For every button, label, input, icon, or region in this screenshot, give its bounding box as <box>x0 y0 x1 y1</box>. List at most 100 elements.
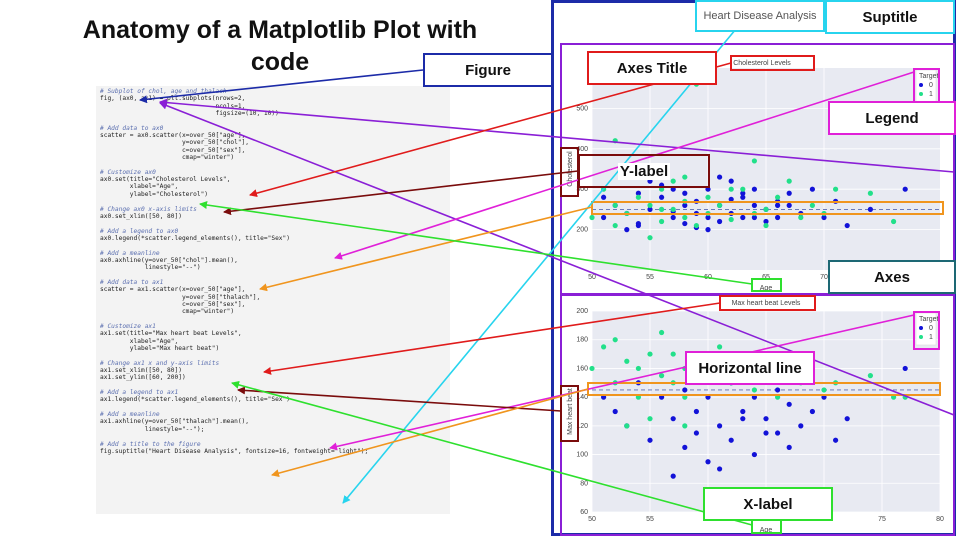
code-line: ax1.set_xlim([50, 80]) <box>100 367 182 375</box>
x-label-label: X-label <box>703 487 833 521</box>
axes-title-label: Axes Title <box>587 51 717 85</box>
data-point <box>647 202 653 208</box>
slide-title-line2: code <box>250 48 310 76</box>
data-point <box>635 365 642 372</box>
code-line: figsize=(10, 10)) <box>100 110 279 118</box>
data-point <box>891 218 897 225</box>
code-line: linestyle="--"); <box>100 425 205 433</box>
hl-ylabel-2 <box>560 385 579 442</box>
code-line: y=over_50["thalach"], <box>100 293 261 301</box>
connector-arrow-hline <box>259 206 593 292</box>
code-line: scatter = ax0.scatter(x=over_50["age"], <box>100 132 246 140</box>
x-tick-label: 70 <box>820 274 828 281</box>
data-point <box>798 423 804 429</box>
code-line: y=over_50["chol"], <box>100 139 250 147</box>
data-point <box>751 202 758 208</box>
hl-xlabel-1 <box>751 278 782 292</box>
data-point <box>705 194 711 200</box>
data-point <box>751 158 758 164</box>
data-point <box>751 186 758 192</box>
data-point <box>670 473 676 479</box>
x-tick-label: 50 <box>588 274 596 281</box>
legend-entry: 0 <box>929 325 933 332</box>
data-point <box>589 214 595 221</box>
code-line: scatter = ax1.scatter(x=over_50["age"], <box>100 286 246 294</box>
data-point <box>867 190 874 196</box>
data-point <box>717 202 723 208</box>
horizontal-line-label: Horizontal line <box>685 351 815 385</box>
data-point <box>670 178 676 184</box>
suptitle-label: Suptitle <box>825 0 955 34</box>
data-point <box>670 416 676 422</box>
code-line: ax0.set(title="Cholesterol Levels", <box>100 176 231 184</box>
data-point <box>624 358 630 364</box>
code-line: # Add a legend to ax0 <box>100 227 179 235</box>
data-point <box>670 351 676 357</box>
code-line: # Add data to ax1 <box>100 278 164 286</box>
data-point <box>589 365 595 372</box>
data-point <box>740 194 746 200</box>
code-line: ax0.set_xlim([50, 80]) <box>100 212 182 220</box>
data-point <box>728 178 734 184</box>
code-line: cmap="winter") <box>100 154 235 162</box>
data-point <box>751 451 758 458</box>
code-line: # Add a title to the figure <box>100 440 201 448</box>
data-point <box>682 387 688 393</box>
axes-label-text: Axes <box>874 268 910 286</box>
data-point <box>728 216 734 223</box>
code-line: xlabel="Age", <box>100 183 179 191</box>
axes-title-label-text: Axes Title <box>616 59 688 77</box>
code-line: cmap="winter") <box>100 308 235 316</box>
data-point <box>682 423 688 429</box>
data-point <box>763 218 769 225</box>
data-point <box>751 387 758 393</box>
data-point <box>786 401 792 407</box>
data-point <box>786 190 792 196</box>
data-point <box>693 430 700 436</box>
data-point <box>647 416 653 422</box>
data-point <box>682 202 688 208</box>
data-point <box>786 202 792 208</box>
connector-arrow-figure <box>139 69 424 104</box>
connector-arrow-title <box>263 302 721 375</box>
legend-label-text: Legend <box>865 109 919 127</box>
code-line: # Add a meanline <box>100 411 160 419</box>
legend-label: Legend <box>828 101 956 135</box>
y-tick-label: 120 <box>576 423 588 430</box>
connector-arrow-title <box>249 62 732 198</box>
data-point <box>659 373 665 379</box>
data-point <box>786 444 792 450</box>
data-point <box>647 206 653 212</box>
data-point <box>786 178 792 184</box>
data-point <box>705 459 711 465</box>
data-point <box>844 222 850 229</box>
x-axis-label: Age <box>760 285 773 292</box>
data-point <box>798 214 804 221</box>
data-point <box>717 174 723 180</box>
data-point <box>902 186 908 192</box>
legend-marker <box>919 335 923 339</box>
connector-arrow-xlabel <box>231 380 753 526</box>
data-point <box>763 430 769 436</box>
y-tick-label: 100 <box>576 452 588 459</box>
data-point <box>821 214 827 221</box>
x-label-label-text: X-label <box>743 495 793 513</box>
data-point <box>867 206 874 212</box>
data-point <box>693 222 700 229</box>
x-tick-label: 75 <box>878 516 886 523</box>
data-point <box>624 423 630 429</box>
data-point <box>728 186 734 192</box>
legend-entry: 0 <box>929 82 933 89</box>
data-point <box>717 344 723 350</box>
data-point <box>763 206 769 212</box>
x-tick-label: 65 <box>762 274 770 281</box>
data-point <box>612 202 618 208</box>
suptitle-text-value: Heart Disease Analysis <box>703 10 817 22</box>
data-point <box>775 387 781 393</box>
y-axis-label: Cholesterol <box>567 151 574 187</box>
data-point <box>717 423 723 429</box>
y-axis-label: Max heart beat <box>567 388 574 435</box>
code-line: ax1.legend(*scatter.legend_elements(), t… <box>100 396 290 404</box>
data-point <box>833 437 839 443</box>
data-point <box>647 235 653 241</box>
